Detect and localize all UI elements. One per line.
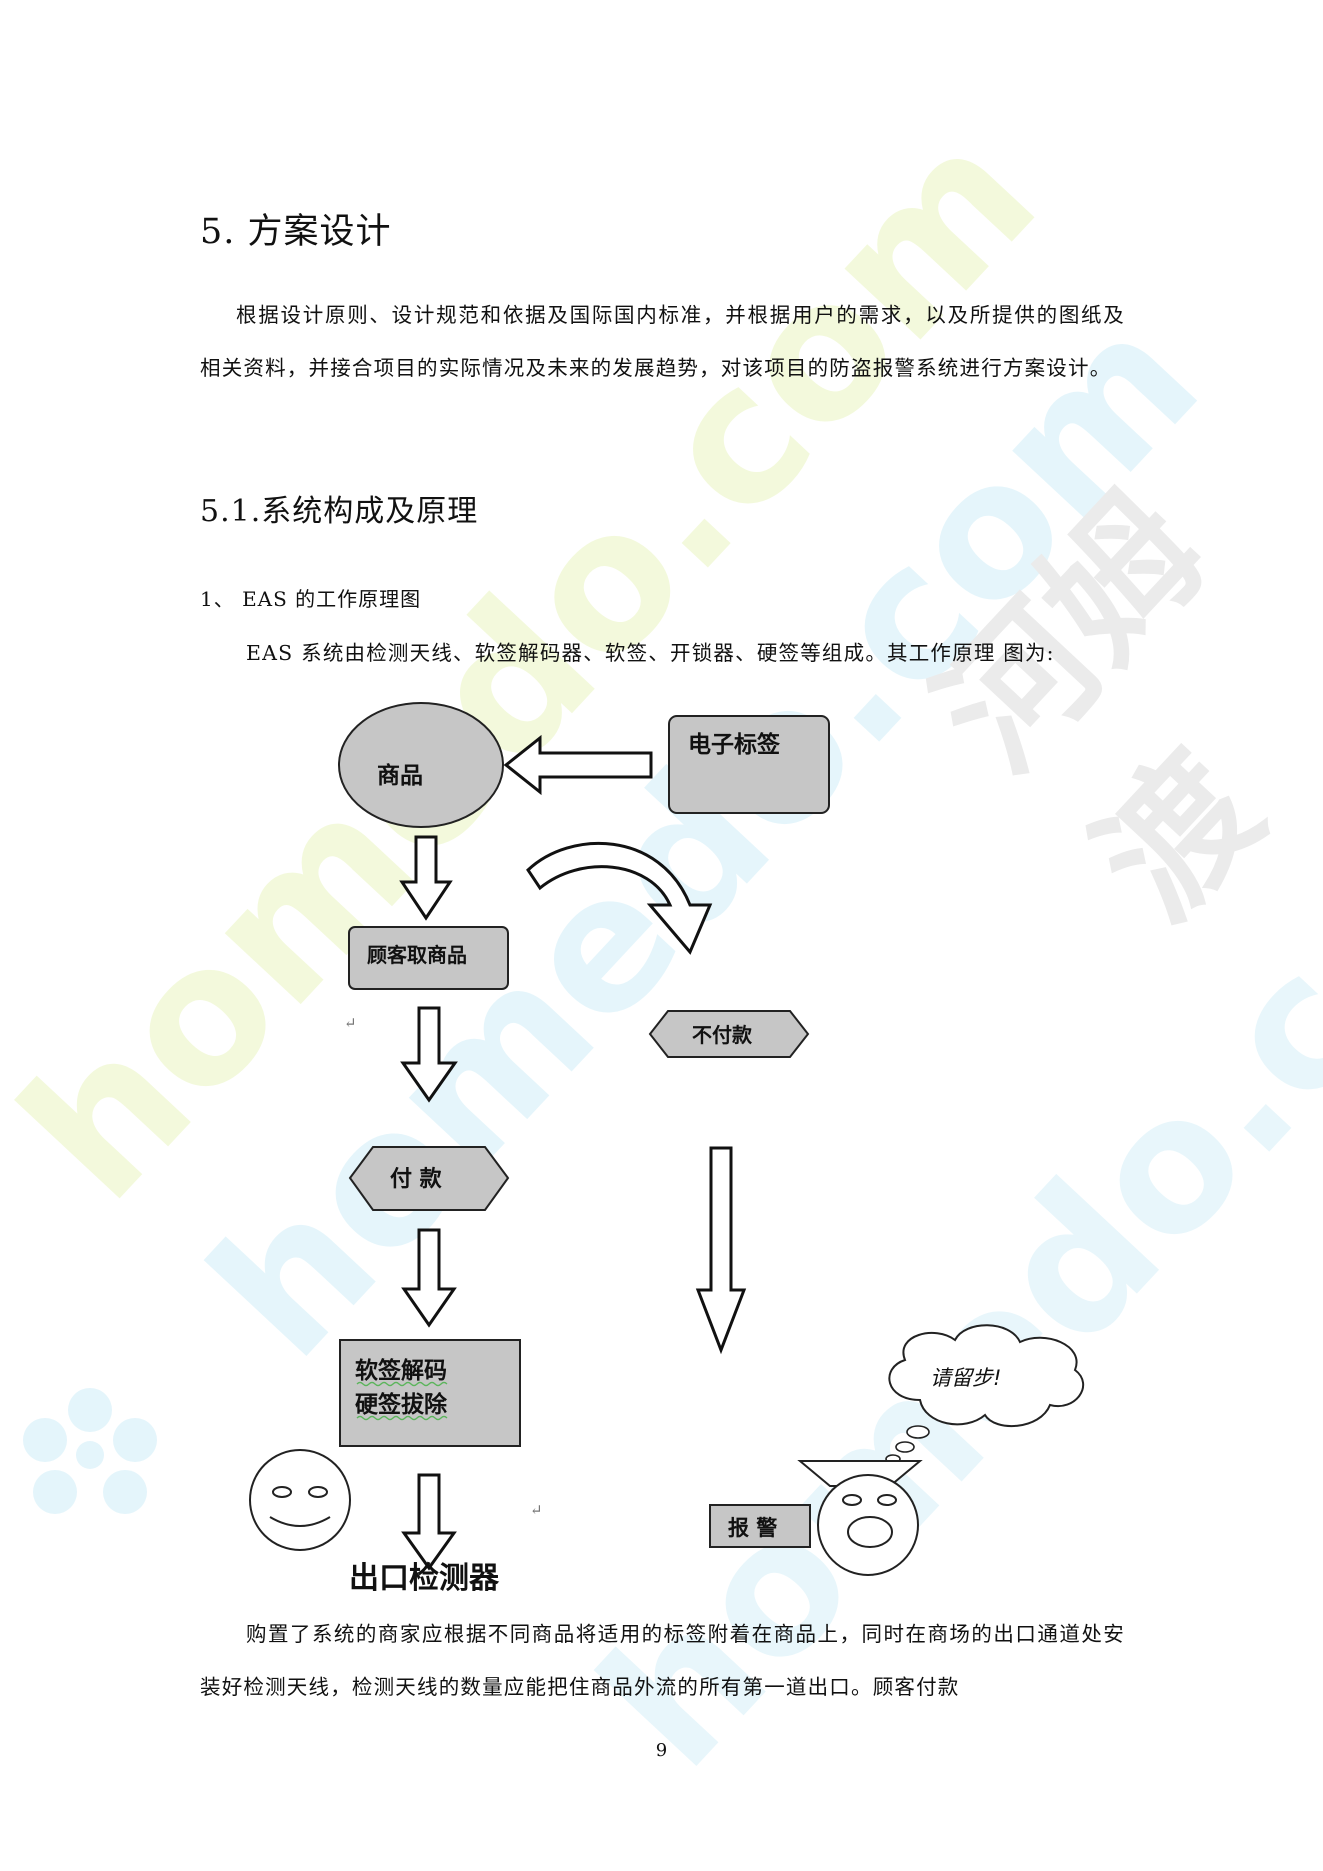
nopay-label: 不付款 [692,1023,753,1047]
bubble-dot-1 [906,1425,930,1439]
section-heading: 5. 方案设计 [200,212,392,252]
arrow-tag-to-goods [503,734,653,796]
take-goods-box [348,926,509,990]
arrow-down-3 [401,1228,457,1328]
page-number: 9 [655,1740,668,1761]
subsection-heading: 5.1.系统构成及原理 [200,494,479,529]
tag-box [668,715,830,814]
arrow-curved-to-nopay [526,841,713,955]
spellcheck-underline-1 [356,1381,448,1387]
arrow-down-1 [399,835,453,921]
paragraph-mark-2: ↵ [530,1501,543,1519]
tag-label: 电子标签 [688,731,781,758]
paragraph-mark-1: ↵ [344,1014,357,1032]
alarm-box [709,1504,811,1548]
bubble-dot-2 [895,1441,915,1453]
pay-hexagon [348,1146,510,1211]
watermark-flower-icon [23,1388,157,1514]
arrow-down-4 [401,1473,457,1571]
spellcheck-underline-2 [356,1415,448,1421]
pay-label: 付 款 [390,1166,443,1192]
alarm-face-icon [797,1460,923,1576]
closing-paragraph: 购置了系统的商家应根据不同商品将适用的标签附着在商品上，同时在商场的出口通道处安… [200,1622,1125,1699]
list-item-eas-diagram: 1、 EAS 的工作原理图 [200,587,422,611]
exit-detector-label: 出口检测器 [349,1561,500,1596]
goods-ellipse [338,702,504,828]
arrow-down-2 [400,1006,458,1103]
alarm-label: 报 警 [728,1516,777,1540]
arrow-down-long [695,1146,747,1355]
decode-label-1: 软签解码 [355,1357,447,1384]
goods-label: 商品 [377,762,423,789]
take-goods-label: 顾客取商品 [367,943,467,967]
happy-face-icon [249,1449,351,1551]
eas-intro-text: EAS 系统由检测天线、软签解码器、软签、开锁器、硬签等组成。其工作原理 图为: [246,641,1055,665]
nopay-hexagon [648,1010,810,1058]
decode-box [339,1339,521,1447]
bubble-label: 请留步! [930,1366,1001,1390]
decode-label-2: 硬签拔除 [355,1391,448,1418]
intro-paragraph: 根据设计原则、设计规范和依据及国际国内标准，并根据用户的需求，以及所提供的图纸及… [200,303,1125,380]
speech-bubble [888,1324,1085,1428]
